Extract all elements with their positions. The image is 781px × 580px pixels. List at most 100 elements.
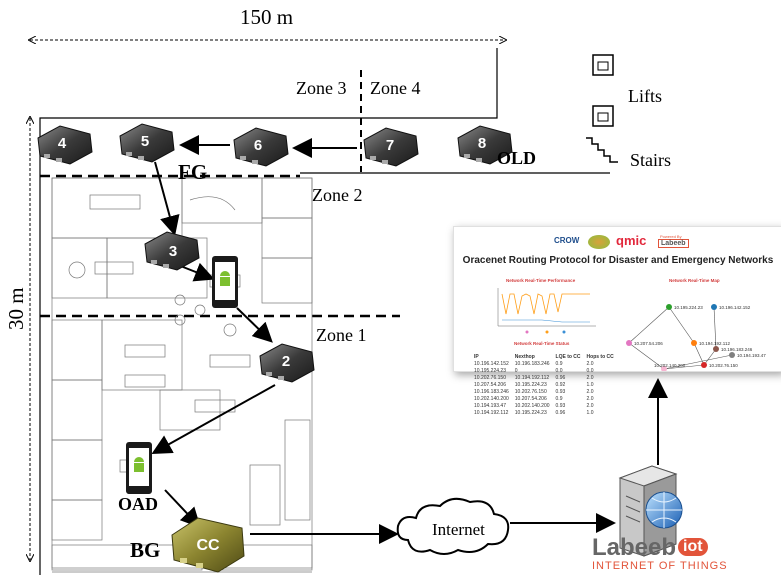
table-cell: 10.194.192.112: [474, 410, 509, 416]
table-cell: 1.0: [586, 410, 594, 416]
map-label-6: 10.202.140.200: [654, 363, 686, 368]
table-cell: 2.0: [586, 403, 594, 409]
smartphone-oad: [126, 442, 152, 494]
table-cell: 10.202.76.150: [474, 375, 506, 381]
powered-by-label: Powered By: [660, 234, 682, 239]
floor-bg-label: BG: [130, 538, 161, 562]
table-cell: 0.0: [555, 368, 563, 374]
stairs-icon: [586, 137, 618, 163]
sensor-node-5: [119, 123, 175, 163]
zone3-label: Zone 3: [296, 78, 347, 98]
table-cell: 0.0: [586, 368, 594, 374]
crow-logo: CROW: [554, 236, 580, 245]
table-cell: 2.0: [586, 389, 594, 395]
node-number-6: 6: [254, 137, 262, 154]
cc-node: [171, 517, 245, 573]
table-row: 10.196.142.152 10.196.183.246 0.9 2.0: [474, 361, 620, 368]
dashboard-title: Oracenet Routing Protocol for Disaster a…: [462, 255, 774, 266]
performance-title: Network Real-Time Performance: [506, 278, 576, 283]
sensor-node-6: [233, 127, 289, 167]
map-node-10-194-193-47: [729, 352, 735, 358]
internet-cloud-icon: [396, 497, 510, 555]
node-number-5: 5: [141, 133, 149, 150]
sensor-node-8: [457, 125, 513, 165]
lifts-icon: [592, 54, 614, 127]
node-number-4: 4: [58, 135, 67, 152]
map-label-5: 10.194.193.47: [737, 353, 766, 358]
status-header-row: IP Nexthop LQE to CC Hops to CC: [474, 354, 620, 361]
status-header-nexthop: Nexthop: [514, 354, 535, 360]
table-cell: 1.0: [586, 382, 594, 388]
sensor-node-7: [363, 127, 419, 167]
floor-fg-label: FG: [178, 160, 208, 184]
zone2-label: Zone 2: [312, 185, 363, 205]
map-label-1: 10.196.142.152: [719, 305, 751, 310]
table-cell: 10.202.140.200: [474, 396, 509, 402]
sensor-node-3: [144, 231, 200, 271]
node-number-7: 7: [386, 137, 394, 154]
arrow-oad-to-cc: [164, 489, 201, 528]
status-title: Network Real-Time Status: [514, 341, 570, 346]
table-cell: 10.202.76.150: [514, 389, 547, 395]
map-title: Network Real-Time Map: [669, 278, 720, 283]
map-label-2: 10.207.54.206: [634, 341, 663, 346]
floor-oad-label: OAD: [118, 494, 158, 514]
status-table: IP Nexthop LQE to CC Hops to CC 10.196.1…: [474, 354, 620, 417]
node-number-8: 8: [478, 135, 486, 152]
table-cell: 0: [514, 368, 518, 374]
table-row: 10.196.183.246 10.202.76.150 0.93 2.0: [474, 389, 620, 396]
arrow-phone-to-2: [236, 307, 273, 343]
building-outline: [39, 48, 498, 575]
table-cell: 0.93: [555, 389, 566, 395]
smartphone-fg: [212, 256, 238, 308]
table-cell: 0.9: [555, 361, 563, 367]
table-cell: 10.202.140.200: [514, 403, 550, 409]
table-cell: 10.207.54.206: [514, 396, 547, 402]
status-header-ip: IP: [474, 354, 479, 360]
table-row: 10.194.192.112 10.195.224.23 0.96 1.0: [474, 410, 620, 417]
table-cell: 2.0: [586, 396, 594, 402]
cc-label: CC: [196, 537, 220, 554]
arrow-2-to-oad: [151, 384, 276, 454]
table-cell: 2.0: [586, 361, 594, 367]
table-cell: 0.92: [555, 382, 566, 388]
height-label: 30 m: [4, 287, 28, 330]
table-row: 10.195.224.23 0 0.0 0.0: [474, 368, 620, 375]
network-map: 10.195.224.23 10.196.142.152 10.207.54.2…: [626, 304, 766, 371]
map-node-10-202-76-150: [701, 362, 707, 368]
dashboard-logos: CROW qmic Powered By Labeeb: [554, 233, 704, 253]
map-node-10-195-224-23: [666, 304, 672, 310]
table-cell: 0.96: [555, 410, 566, 416]
zone1-label: Zone 1: [316, 325, 367, 345]
table-cell: 2.0: [586, 375, 594, 381]
map-label-3: 10.194.192.112: [699, 341, 730, 346]
node-number-3: 3: [169, 243, 177, 260]
table-cell: 10.196.142.152: [474, 361, 509, 367]
partner-logo: [588, 235, 610, 249]
sensor-node-2: [259, 343, 315, 383]
dashboard-screenshot: CROW qmic Powered By Labeeb Oracenet Rou…: [453, 226, 781, 416]
width-label: 150 m: [240, 5, 294, 29]
table-cell: 10.196.183.246: [514, 361, 550, 367]
node-number-2: 2: [282, 353, 290, 370]
map-node-10-207-54-206: [626, 340, 632, 346]
map-label-7: 10.202.76.150: [709, 363, 738, 368]
labeebiot-brand-part1: Labeeb: [592, 534, 677, 561]
table-cell: 10.195.224.23: [514, 410, 547, 416]
server-icon: [618, 465, 683, 557]
status-header-lqe: LQE to CC: [555, 354, 581, 360]
map-node-10-196-183-246: [713, 346, 719, 352]
table-cell: 10.196.183.246: [474, 389, 509, 395]
map-node-10-196-142-152: [711, 304, 717, 310]
table-cell: 0.96: [555, 375, 566, 381]
labeebiot-brand-part2: iot: [678, 538, 708, 556]
map-label-4: 10.196.183.246: [721, 347, 753, 352]
labeeb-small-logo: Labeeb: [658, 239, 689, 248]
table-cell: 10.195.224.23: [474, 368, 506, 374]
map-node-10-194-192-112: [691, 340, 697, 346]
map-label-0: 10.195.224.23: [674, 305, 703, 310]
